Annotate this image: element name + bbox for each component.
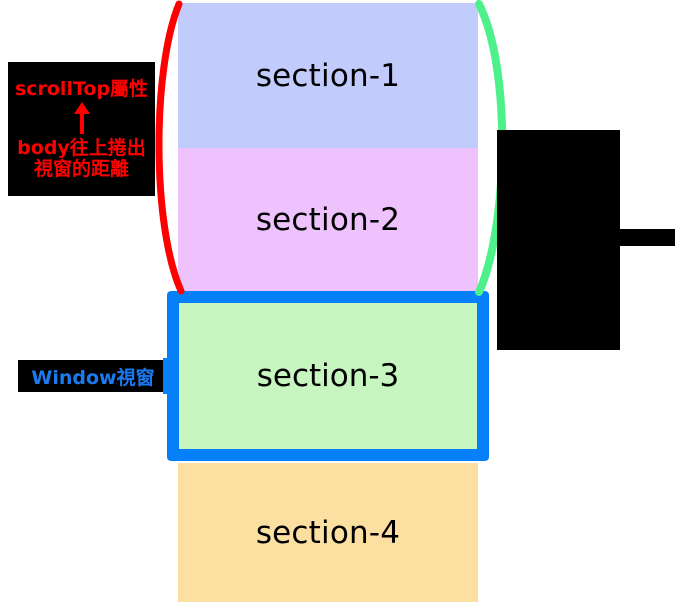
- section-4-block: section-4: [178, 463, 478, 602]
- section-1-label: section-1: [255, 57, 401, 94]
- scrolltop-annotation-line-2: body往上捲出: [17, 137, 146, 160]
- section-2-block: section-2: [178, 148, 478, 291]
- section-2-label: section-2: [255, 201, 401, 238]
- window-viewport-label-tick: [163, 358, 169, 394]
- window-viewport-frame: section-3: [167, 291, 489, 461]
- arrow-up-icon: [71, 101, 93, 135]
- scrolltop-annotation: scrollTop屬性 body往上捲出 視窗的距離: [8, 62, 155, 196]
- section-1-block: section-1: [178, 3, 478, 148]
- window-viewport-label: Window視窗: [18, 360, 168, 392]
- scrollheight-occluder-bar-secondary: [578, 243, 620, 253]
- section-3-block: section-3: [179, 303, 477, 449]
- scrolltop-annotation-line-3: 視窗的距離: [33, 157, 129, 180]
- window-viewport-label-text: Window視窗: [31, 366, 155, 389]
- scrolltop-annotation-line-1: scrollTop屬性: [14, 77, 149, 100]
- section-3-label: section-3: [256, 358, 400, 394]
- scrollheight-occluder-bar: [585, 229, 675, 246]
- section-4-label: section-4: [255, 514, 401, 551]
